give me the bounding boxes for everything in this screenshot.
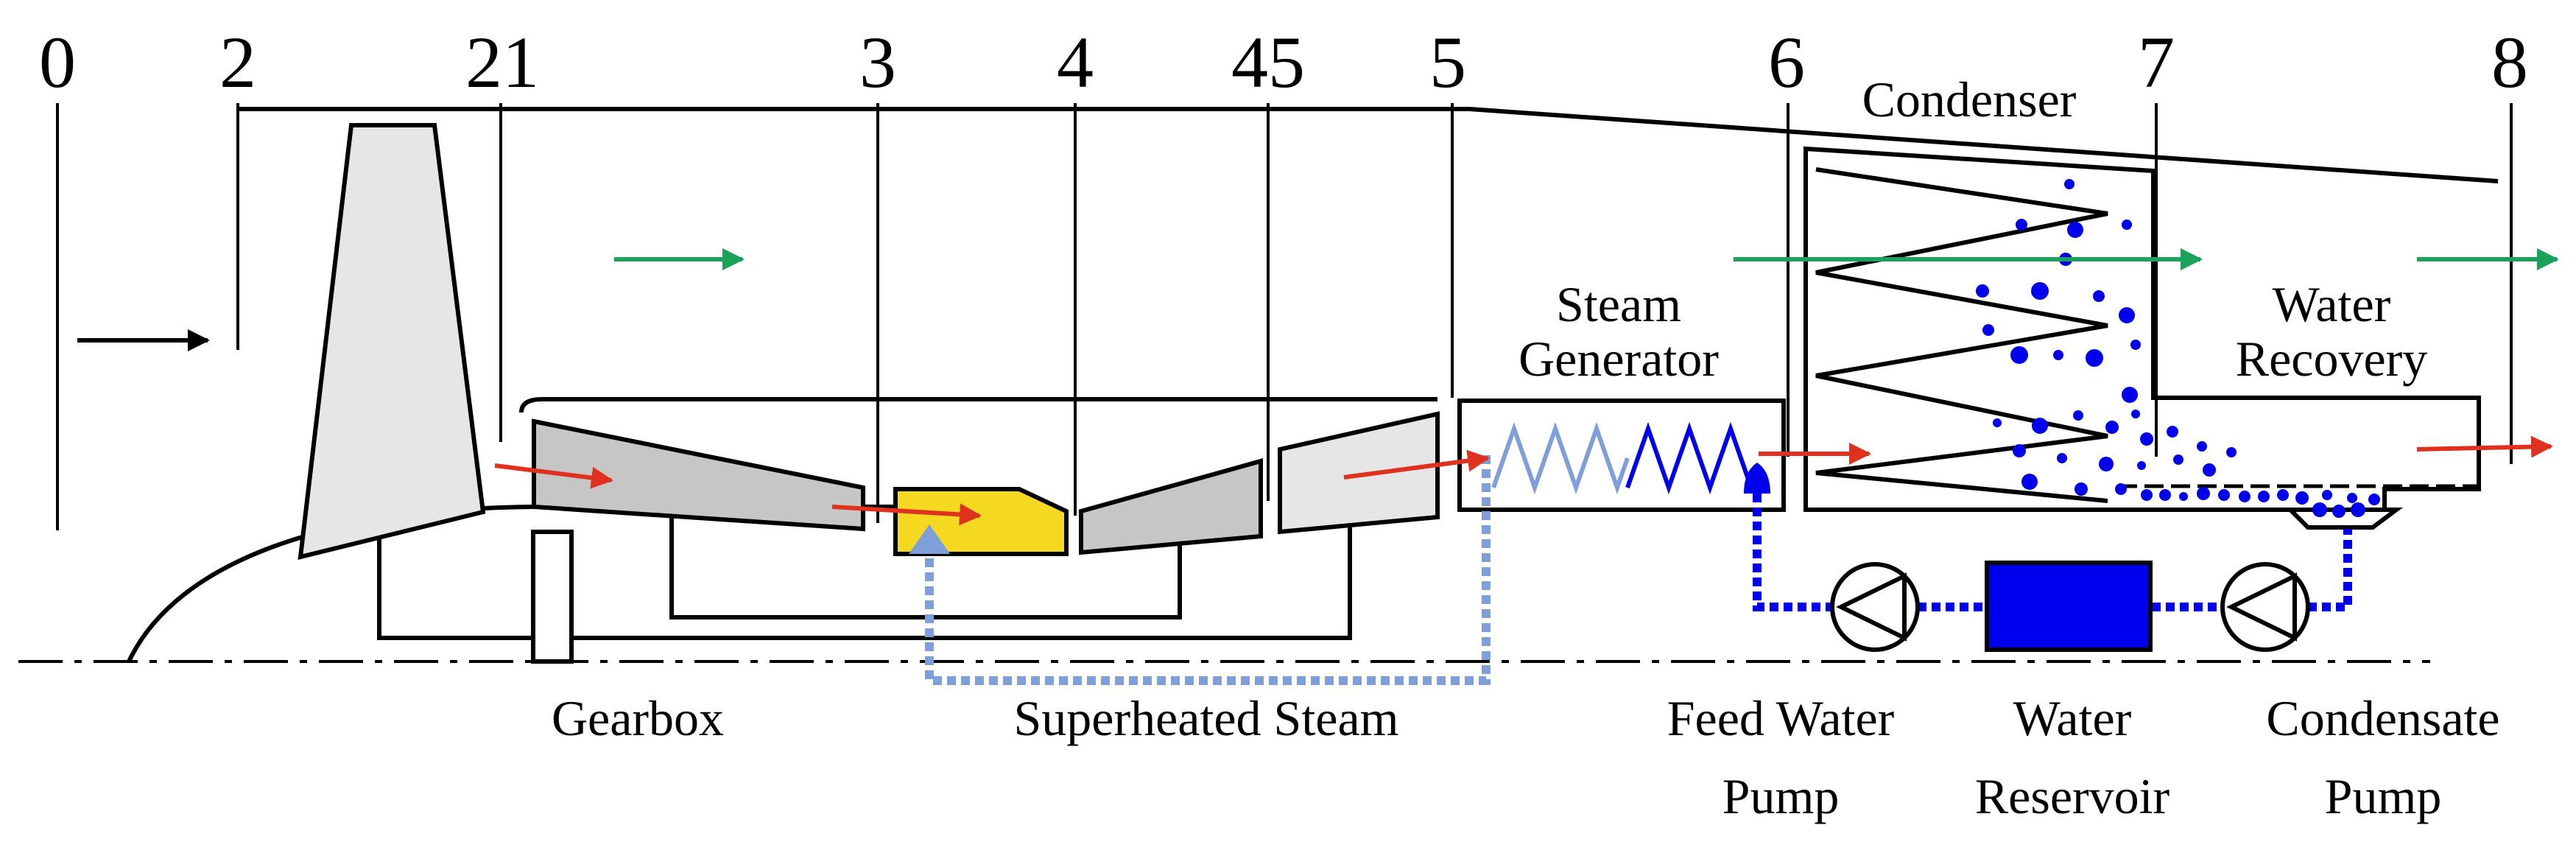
feed-water-pump-label-line2: Pump	[1722, 768, 1840, 824]
gearbox-block	[531, 530, 574, 664]
core-flow-arrow-compressor	[494, 463, 613, 489]
steam-generator-label-line1: Steam	[1556, 276, 1681, 332]
condenser-label: Condenser	[1862, 71, 2077, 127]
feed-water-pump-label-line1: Feed Water	[1667, 690, 1895, 746]
station-label-5: 5	[1429, 21, 1466, 103]
station-label-4: 4	[1057, 21, 1094, 103]
steam-injection-arrowhead	[909, 524, 950, 554]
station-label-0: 0	[39, 21, 76, 103]
superheated-steam-label: Superheated Steam	[1013, 690, 1398, 746]
water-reservoir-label-line2: Reservoir	[1975, 768, 2170, 824]
steam-generator-label-line2: Generator	[1518, 331, 1719, 387]
station-label-6: 6	[1768, 21, 1805, 103]
core-flow-arrow-turbine	[1343, 449, 1490, 480]
compressor	[532, 418, 865, 532]
station-label-7: 7	[2138, 21, 2175, 103]
steam-generator-box	[1457, 399, 1786, 512]
water-loop-line	[1753, 494, 1832, 611]
station-lines	[56, 103, 2513, 530]
steam-generator-coil-steam	[1491, 421, 1630, 495]
station-label-3: 3	[859, 21, 896, 103]
water-recovery-label-line1: Water	[2273, 276, 2391, 332]
core-flow-arrow-combustor	[831, 503, 982, 526]
low-pressure-turbine	[1278, 411, 1440, 535]
station-labels: 0 2 21 3 4 45 5 6 7 8	[39, 21, 2528, 103]
water-reservoir-tank	[1985, 561, 2153, 652]
station-label-21: 21	[465, 21, 539, 103]
condensate-pump	[2220, 562, 2310, 652]
station-label-8: 8	[2491, 21, 2528, 103]
water-loop-line-4	[2308, 529, 2352, 611]
water-recovery-label-line2: Recovery	[2236, 331, 2428, 387]
nacelle-outline	[238, 107, 2499, 183]
core-flow-arrow-exhaust	[2416, 435, 2553, 458]
water-reservoir-label-line1: Water	[2013, 690, 2132, 746]
high-pressure-turbine	[1079, 458, 1263, 555]
superheated-steam-line	[925, 455, 1491, 685]
gearbox-label: Gearbox	[552, 690, 724, 746]
fan-blade	[298, 123, 486, 560]
feed-water-pump	[1830, 562, 1920, 652]
low-pressure-shaft	[377, 527, 1352, 640]
condenser-coil	[1815, 167, 2108, 503]
station-label-2: 2	[219, 21, 256, 103]
condensed-water-droplets	[1976, 179, 2380, 518]
core-casing	[519, 397, 1437, 413]
condensate-pump-label-line2: Pump	[2325, 768, 2442, 824]
station-label-45: 45	[1231, 21, 1305, 103]
water-injection-arrowhead	[1744, 463, 1770, 494]
condensate-pump-label-line1: Condensate	[2266, 690, 2499, 746]
